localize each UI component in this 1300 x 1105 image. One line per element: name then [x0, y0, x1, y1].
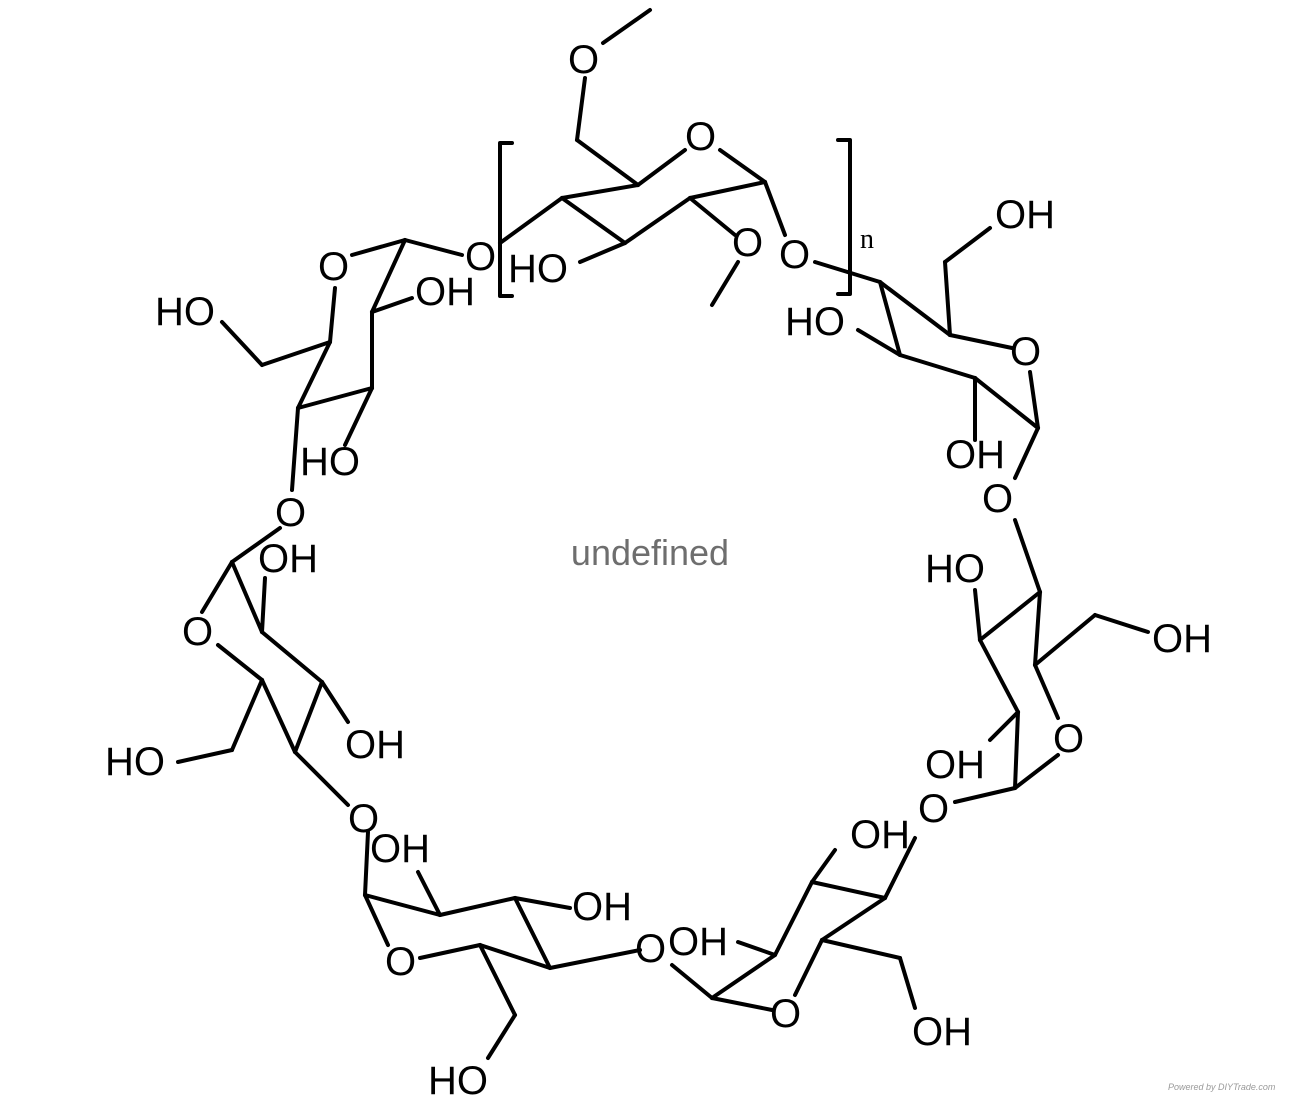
- hydroxyl-lu-c6: HO: [155, 290, 215, 334]
- repeat-subscript: n: [860, 224, 874, 255]
- hydroxyl-rm-c3: HO: [925, 547, 985, 591]
- hydroxyl-lu-c2: OH: [415, 270, 475, 314]
- glycosidic-oxygen-left-lower: O: [348, 797, 379, 841]
- ring-oxygen-top: O: [685, 115, 716, 159]
- ring-oxygen-br: O: [770, 992, 801, 1036]
- glycosidic-oxygen-top-right: O: [779, 233, 810, 277]
- glucose-unit-right-upper: OH HO O OH O: [785, 193, 1055, 521]
- hydroxyl-lm-c2: OH: [258, 537, 318, 581]
- hydroxyl-top: HO: [508, 247, 568, 291]
- glucose-unit-top: O O O O HO: [498, 8, 882, 307]
- ring-oxygen-ru: O: [1010, 330, 1041, 374]
- hydroxyl-lm-c3: OH: [345, 723, 405, 767]
- hydroxyl-lm-c6: HO: [105, 740, 165, 784]
- glucose-unit-right-middle: HO OH O OH O: [918, 518, 1212, 831]
- ring-oxygen-lu: O: [318, 245, 349, 289]
- right-bracket: [836, 138, 852, 296]
- hydroxyl-lu-c3: HO: [300, 440, 360, 484]
- glucose-unit-bottom-right: OH OH O OH O: [635, 813, 972, 1054]
- glucose-unit-left-upper: O O OH HO HO: [155, 235, 496, 492]
- hydroxyl-ru-c3: HO: [785, 300, 845, 344]
- glycosidic-oxygen-right: O: [982, 477, 1013, 521]
- glycosidic-oxygen-right-lower: O: [918, 787, 949, 831]
- hydroxyl-ru-c6: OH: [995, 193, 1055, 237]
- hydroxyl-br-c6: OH: [912, 1010, 972, 1054]
- glycosidic-oxygen-top-left: O: [465, 235, 496, 279]
- ring-oxygen-rm: O: [1053, 717, 1084, 761]
- hydroxyl-bl-c3: OH: [572, 885, 632, 929]
- watermark: Powered by DIYTrade.com: [1168, 1082, 1276, 1092]
- hydroxyl-br-c2: OH: [668, 920, 728, 964]
- ring-oxygen-bl: O: [385, 940, 416, 984]
- hydroxyl-ru-c2: OH: [945, 433, 1005, 477]
- glucose-unit-bottom-left: OH OH O HO O: [348, 797, 642, 1103]
- methoxy-oxygen-top: O: [568, 38, 599, 82]
- glycosidic-oxygen-left: O: [275, 491, 306, 535]
- methoxy-oxygen-c2: O: [732, 221, 763, 265]
- left-bracket: [498, 141, 514, 298]
- hydroxyl-br-c3: OH: [850, 813, 910, 857]
- center-caption: undefined: [570, 532, 730, 573]
- glucose-unit-left-middle: OH O OH HO O: [105, 491, 405, 807]
- hydroxyl-rm-c2: OH: [925, 743, 985, 787]
- ring-oxygen-lm: O: [182, 610, 213, 654]
- hydroxyl-bl-c2: OH: [370, 827, 430, 871]
- hydroxyl-rm-c6: OH: [1152, 617, 1212, 661]
- hydroxyl-bl-c6: HO: [428, 1059, 488, 1103]
